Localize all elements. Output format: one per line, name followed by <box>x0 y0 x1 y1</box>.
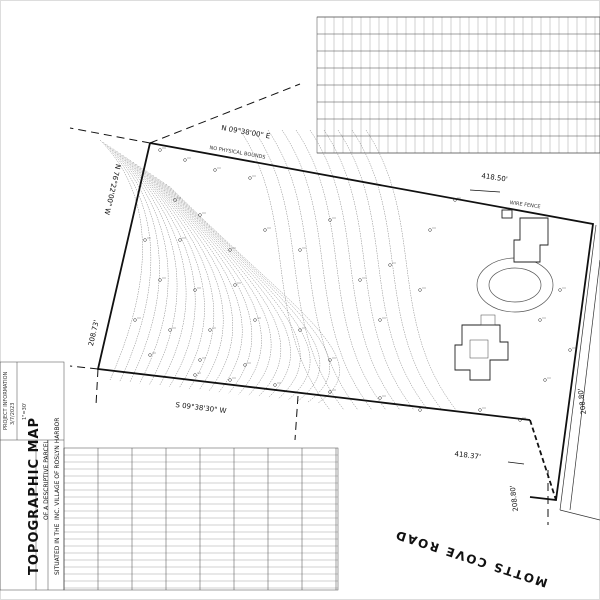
project-info-box <box>0 361 65 591</box>
dimension-arrows <box>469 189 525 465</box>
main-house <box>454 314 509 381</box>
contour-lines <box>99 129 457 411</box>
village-label: INC. VILLAGE OF ROSLYN HARBOR <box>54 417 61 520</box>
map-title: TOPOGRAPHIC MAP <box>27 416 42 575</box>
project-info-scale: 1"=30' <box>22 402 28 420</box>
garage-building <box>501 209 549 263</box>
boundary-extension-lines <box>69 83 549 525</box>
project-info-heading: PROJECT INFORMATION <box>3 371 9 430</box>
motts-cove-road-edge <box>559 224 600 521</box>
situated-label: SITUATED IN THE <box>54 523 61 575</box>
project-info-date: 3/7/2023 <box>10 402 16 425</box>
map-subtitle: OF A DESCRIPTIVE PARCEL <box>43 440 50 520</box>
spot-elevations <box>133 147 576 422</box>
